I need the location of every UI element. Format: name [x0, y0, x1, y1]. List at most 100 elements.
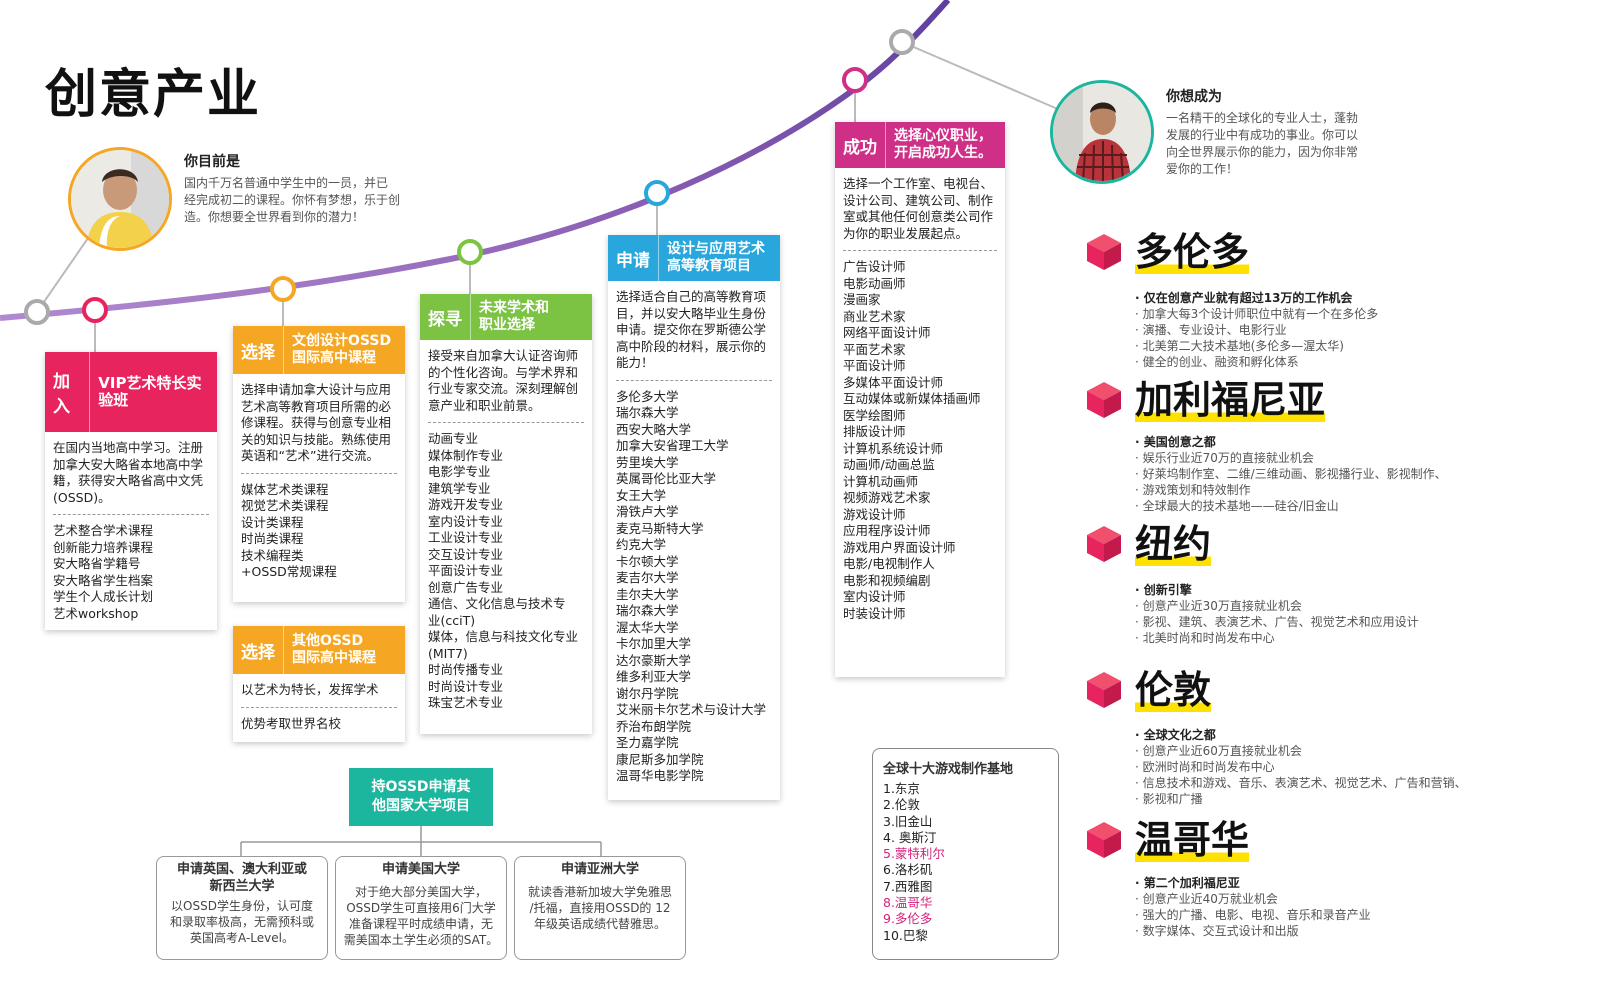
list-item: 交互设计专业	[428, 546, 504, 562]
list-item: 视觉艺术类课程	[241, 498, 329, 513]
box-apply-us: 申请美国大学 对于绝大部分美国大学， OSSD学生可直接用6门大学 准备课程平时…	[335, 856, 507, 960]
intro-heading: 你目前是	[184, 154, 240, 170]
list-item: 加拿大安省理工大学	[616, 438, 729, 453]
card-choose-other-header: 选择 其他OSSD 国际高中课程	[233, 626, 405, 674]
city-fact: · 第二个加利福尼亚	[1135, 876, 1240, 890]
list-item: 圭尔夫大学	[616, 586, 679, 602]
list-item: 艺术整合学术课程	[53, 523, 154, 538]
list-item: 乔治布朗学院	[616, 718, 692, 734]
city-fact: · 好莱坞制作室、二维/三维动画、影视播行业、影视制作、	[1135, 467, 1447, 481]
node-join	[82, 297, 108, 323]
list-item: 互动媒体或新媒体插画师	[843, 391, 981, 406]
list-item: 约克大学	[616, 537, 667, 552]
card-success: 成功 选择心仪职业， 开启成功人生。 选择一个工作室、电视台、 设计公司、建筑公…	[835, 122, 1005, 677]
list-item: 卡尔顿大学	[616, 553, 679, 569]
city-facts-list: · 全球文化之都· 创意产业近60万直接就业机会· 欧洲时尚和时尚发布中心· 信…	[1135, 727, 1467, 807]
list-item: 安大略省学生档案	[53, 572, 154, 588]
list-item: 时尚设计专业	[428, 678, 504, 694]
city-fact: · 影视和广播	[1135, 792, 1203, 806]
game-base-item: 10.巴黎	[883, 927, 928, 943]
card-choose-other-tag: 选择	[233, 626, 284, 674]
list-item: 女王大学	[616, 487, 667, 503]
game-base-item: 2.伦敦	[883, 797, 920, 813]
list-item: 业(cciT)	[428, 612, 476, 628]
card-success-list: 广告设计师 电影动画师 漫画家 商业艺术家 网络平面设计师 平面艺术家 平面设计…	[843, 259, 997, 622]
city-fact: · 数字媒体、交互式设计和出版	[1135, 924, 1299, 938]
goal-text: 一名精干的全球化的专业人士，蓬勃 发展的行业中有成功的事业。你可以 向全世界展示…	[1166, 111, 1359, 176]
card-explore-header: 探寻 未来学术和 职业选择	[420, 294, 592, 340]
list-item: 医学绘图师	[843, 407, 906, 423]
city-fact: · 影视、建筑、表演艺术、广告、视觉艺术和应用设计	[1135, 615, 1419, 629]
city-facts-list: · 第二个加利福尼亚· 创意产业近40万就业机会· 强大的广播、电影、电视、音乐…	[1135, 875, 1371, 939]
node-explore	[457, 239, 483, 265]
list-item: 创新能力培养课程	[53, 539, 154, 555]
city-heading: 温哥华	[1085, 818, 1250, 862]
list-item: 西安大略大学	[616, 421, 692, 437]
card-choose-other-body: 以艺术为特长，发挥学术 优势考取世界名校	[233, 674, 405, 742]
list-item: 排版设计师	[843, 424, 906, 439]
list-item: 平面艺术家	[843, 341, 906, 357]
card-apply-tag: 申请	[608, 235, 659, 281]
city-fact: · 美国创意之都	[1135, 435, 1216, 449]
list-item: 技术编程类	[241, 547, 304, 563]
game-base-item: 3.旧金山	[883, 813, 933, 829]
card-explore: 探寻 未来学术和 职业选择 接受来自加拿大认证咨询师 的个性化咨询。与学术界和 …	[420, 294, 592, 734]
list-item: 渥太华大学	[616, 619, 679, 635]
list-item: 麦吉尔大学	[616, 570, 679, 585]
list-item: 卡尔加里大学	[616, 636, 692, 651]
list-item: 建筑学专业	[428, 480, 491, 496]
cube-icon	[1087, 234, 1121, 270]
city-fact: · 全球文化之都	[1135, 728, 1216, 742]
game-base-item: 6.洛杉矶	[883, 862, 933, 878]
card-apply-header: 申请 设计与应用艺术 高等教育项目	[608, 235, 780, 281]
city-fact: · 加拿大每3个设计师职位中就有一个在多伦多	[1135, 307, 1379, 321]
city-fact: · 演播、专业设计、电影行业	[1135, 323, 1287, 337]
card-apply-body: 选择适合自己的高等教育项 目，并以安大略毕业生身份 申请。提交你在罗斯德公学 高…	[608, 281, 780, 795]
card-choose-ossd-body: 选择申请加拿大设计与应用 艺术高等教育项目所需的必 修课程。获得与创意专业相 关…	[233, 374, 405, 591]
list-item: 维多利亚大学	[616, 669, 692, 684]
list-item: 媒体，信息与科技文化专业	[428, 629, 579, 644]
node-choose	[270, 276, 296, 302]
list-item: 游戏设计师	[843, 506, 906, 522]
list-item: 艺术workshop	[53, 605, 139, 621]
list-item: 学生个人成长计划	[53, 589, 154, 604]
card-choose-ossd-subtitle: 文创设计OSSD 国际高中课程	[292, 333, 392, 366]
game-base-item: 9.多伦多	[883, 911, 933, 927]
list-item: 媒体制作专业	[428, 447, 504, 463]
city-fact: · 创意产业近30万直接就业机会	[1135, 599, 1302, 613]
box-text: 以OSSD学生身份，认可度 和录取率极高，无需预科或 英国高考A-Level。	[169, 899, 314, 945]
box-text: 就读香港新加坡大学免雅思 /托福，直接用OSSD的 12 年级英语成绩代替雅思。	[527, 885, 672, 931]
card-apply-subtitle: 设计与应用艺术 高等教育项目	[667, 241, 765, 274]
list-item: 广告设计师	[843, 259, 906, 274]
list-item: 动画师/动画总监	[843, 457, 935, 472]
card-choose-ossd-header: 选择 文创设计OSSD 国际高中课程	[233, 326, 405, 374]
card-explore-subtitle: 未来学术和 职业选择	[479, 300, 549, 333]
city-heading: 加利福尼亚	[1085, 378, 1326, 422]
cube-icon	[1087, 822, 1121, 858]
ossd-other-countries-banner: 持OSSD申请其 他国家大学项目	[349, 768, 493, 826]
list-item: (MIT7)	[428, 645, 468, 661]
city-fact: · 全球最大的技术基地——硅谷/旧金山	[1135, 499, 1339, 513]
list-item: 谢尔丹学院	[616, 685, 679, 701]
city-fact: · 创意产业近60万直接就业机会	[1135, 744, 1302, 758]
list-item: 通信、文化信息与技术专	[428, 596, 566, 611]
cube-icon	[1087, 382, 1121, 418]
card-join-tag: 加入	[45, 352, 91, 432]
card-join-list: 艺术整合学术课程 创新能力培养课程 安大略省学籍号 安大略省学生档案 学生个人成…	[53, 523, 209, 622]
city-fact: · 娱乐行业近70万的直接就业机会	[1135, 451, 1314, 465]
student-avatar	[68, 147, 172, 251]
box-title: 申请亚洲大学	[560, 862, 639, 877]
cube-icon	[1087, 672, 1121, 708]
list-item: 应用程序设计师	[843, 523, 931, 538]
list-item: 商业艺术家	[843, 308, 906, 324]
box-apply-uk-au-nz: 申请英国、澳大利亚或 新西兰大学 以OSSD学生身份，认可度 和录取率极高，无需…	[156, 856, 328, 960]
card-explore-list: 动画专业 媒体制作专业 电影学专业 建筑学专业 游戏开发专业 室内设计专业 工业…	[428, 431, 584, 712]
list-item: 时装设计师	[843, 605, 906, 621]
card-explore-tag: 探寻	[420, 294, 471, 340]
game-base-item: 7.西雅图	[883, 878, 933, 894]
city-heading: 伦敦	[1085, 668, 1212, 712]
list-item: 时尚传播专业	[428, 662, 504, 677]
